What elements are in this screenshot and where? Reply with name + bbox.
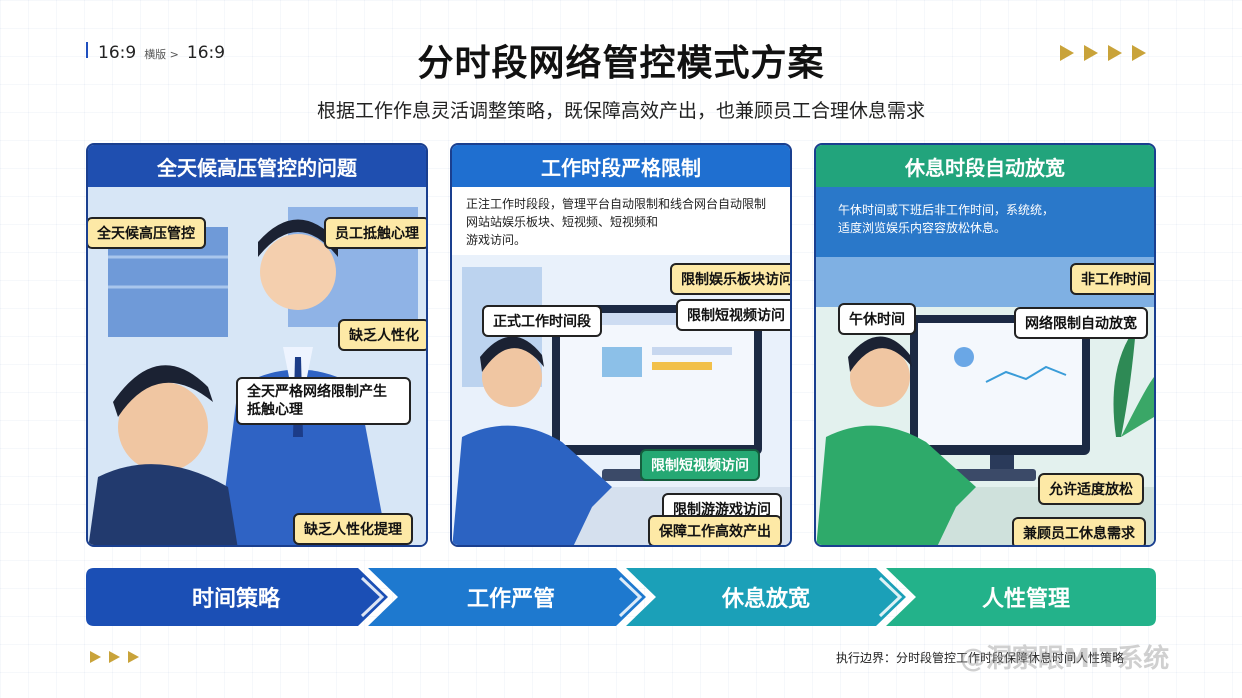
page-subtitle: 根据工作作息灵活调整策略，既保障高效产出，也兼顾员工合理休息需求 [316,100,925,122]
description-line: 游戏访问。 [466,233,527,247]
speech-bubble: 保障工作高效产出 [648,515,782,545]
flow-step-label: 休息放宽 [721,587,810,612]
play-arrow-icon [1108,45,1122,61]
panel-illustration: 正注工作时段段，管理平台自动限制和线合网台自动限制 网站站娱乐板块、短视频、短视… [452,187,790,545]
ratio-label-2: 16:9 [186,43,226,63]
ratio-bar [86,42,88,58]
speech-bubble: 员工抵触心理 [324,217,426,249]
description-line: 午休时间或下班后非工作时间，系统统， [838,203,1055,217]
rest-desk-illustration [816,187,1154,545]
panel-work-hours: 工作时段严格限制 正注工作时段段，管理平台自动限制和线合网台自动限制 网站站娱乐… [450,143,792,547]
panel-description: 正注工作时段段，管理平台自动限制和线合网台自动限制 网站站娱乐板块、短视频、短视… [466,195,786,249]
panel-title: 休息时段自动放宽 [816,145,1154,187]
panel-description: 午休时间或下班后非工作时间，系统统， 适度浏览娱乐内容容放松休息。 [838,201,1148,237]
panel-illustration: 午休时间或下班后非工作时间，系统统， 适度浏览娱乐内容容放松休息。 非工作时间 … [816,187,1154,545]
play-arrow-icon [90,651,101,663]
page-title: 分时段网络管控模式方案 [417,43,825,84]
speech-bubble: 兼顾员工休息需求 [1012,517,1146,545]
description-line: 网站站娱乐板块、短视频、短视频和 [466,215,659,229]
work-desk-illustration [452,187,790,545]
bubble-line: 抵触心理 [247,402,303,418]
flow-step-label: 时间策略 [191,587,280,612]
footer-note: 执行边界：分时段管控工作时段保障休息时间人性策略 [836,651,1125,665]
speech-bubble-long: 全天严格网络限制产生 抵触心理 [236,377,411,425]
ratio-indicator: 16:9 横版 > 16:9 [86,42,225,63]
panel-title: 工作时段严格限制 [452,145,790,187]
flow-step-shape [626,568,906,626]
speech-bubble: 正式工作时间段 [482,305,602,337]
ratio-small-label: 横版 > [144,48,179,61]
play-arrow-icon [128,651,139,663]
flow-step-label: 工作严管 [466,587,555,612]
flow-step-shape [86,568,388,626]
speech-bubble: 非工作时间 [1070,263,1154,295]
speech-bubble: 限制短视频访问 [640,449,760,481]
ratio-label: 16:9 [98,43,137,63]
speech-bubble: 网络限制自动放宽 [1014,307,1148,339]
strategy-flow-bar: 时间策略 工作严管 休息放宽 人性管理 [86,568,1156,626]
bubble-line: 全天严格网络限制产生 [247,384,387,400]
flow-arrows [86,568,1156,626]
panel-illustration: 全天候高压管控 员工抵触心理 缺乏人性化 全天严格网络限制产生 抵触心理 缺乏人… [88,187,426,545]
watermark: @洞察眼MIT系统 [960,644,1170,674]
play-arrow-icon [1084,45,1098,61]
speech-bubble: 缺乏人性化提理 [293,513,413,545]
panel-title: 全天候高压管控的问题 [88,145,426,187]
play-arrow-icon [1132,45,1146,61]
flow-step-label: 人性管理 [981,587,1070,612]
play-arrow-icon [1060,45,1074,61]
speech-bubble: 限制短视频访问 [676,299,790,331]
speech-bubble: 缺乏人性化 [338,319,426,351]
panel-rest-hours: 休息时段自动放宽 午休时间或下班后非工作时间，系统统， 适度浏览娱乐内容容放松休… [814,143,1156,547]
panel-problem: 全天候高压管控的问题 全天候高压管控 员工抵触心理 缺乏人性化 全天严格网络限制… [86,143,428,547]
speech-bubble: 午休时间 [838,303,916,335]
speech-bubble: 全天候高压管控 [88,217,206,249]
flow-step-shape [886,568,1156,626]
flow-step-shape [368,568,646,626]
decor-arrows-top-right [1060,45,1146,61]
speech-bubble: 允许适度放松 [1038,473,1144,505]
description-line: 适度浏览娱乐内容容放松休息。 [838,221,1007,235]
description-line: 正注工作时段段，管理平台自动限制和线合网台自动限制 [466,197,767,211]
decor-arrows-bottom-left [90,651,139,663]
play-arrow-icon [109,651,120,663]
speech-bubble: 限制娱乐板块访问 [670,263,790,295]
